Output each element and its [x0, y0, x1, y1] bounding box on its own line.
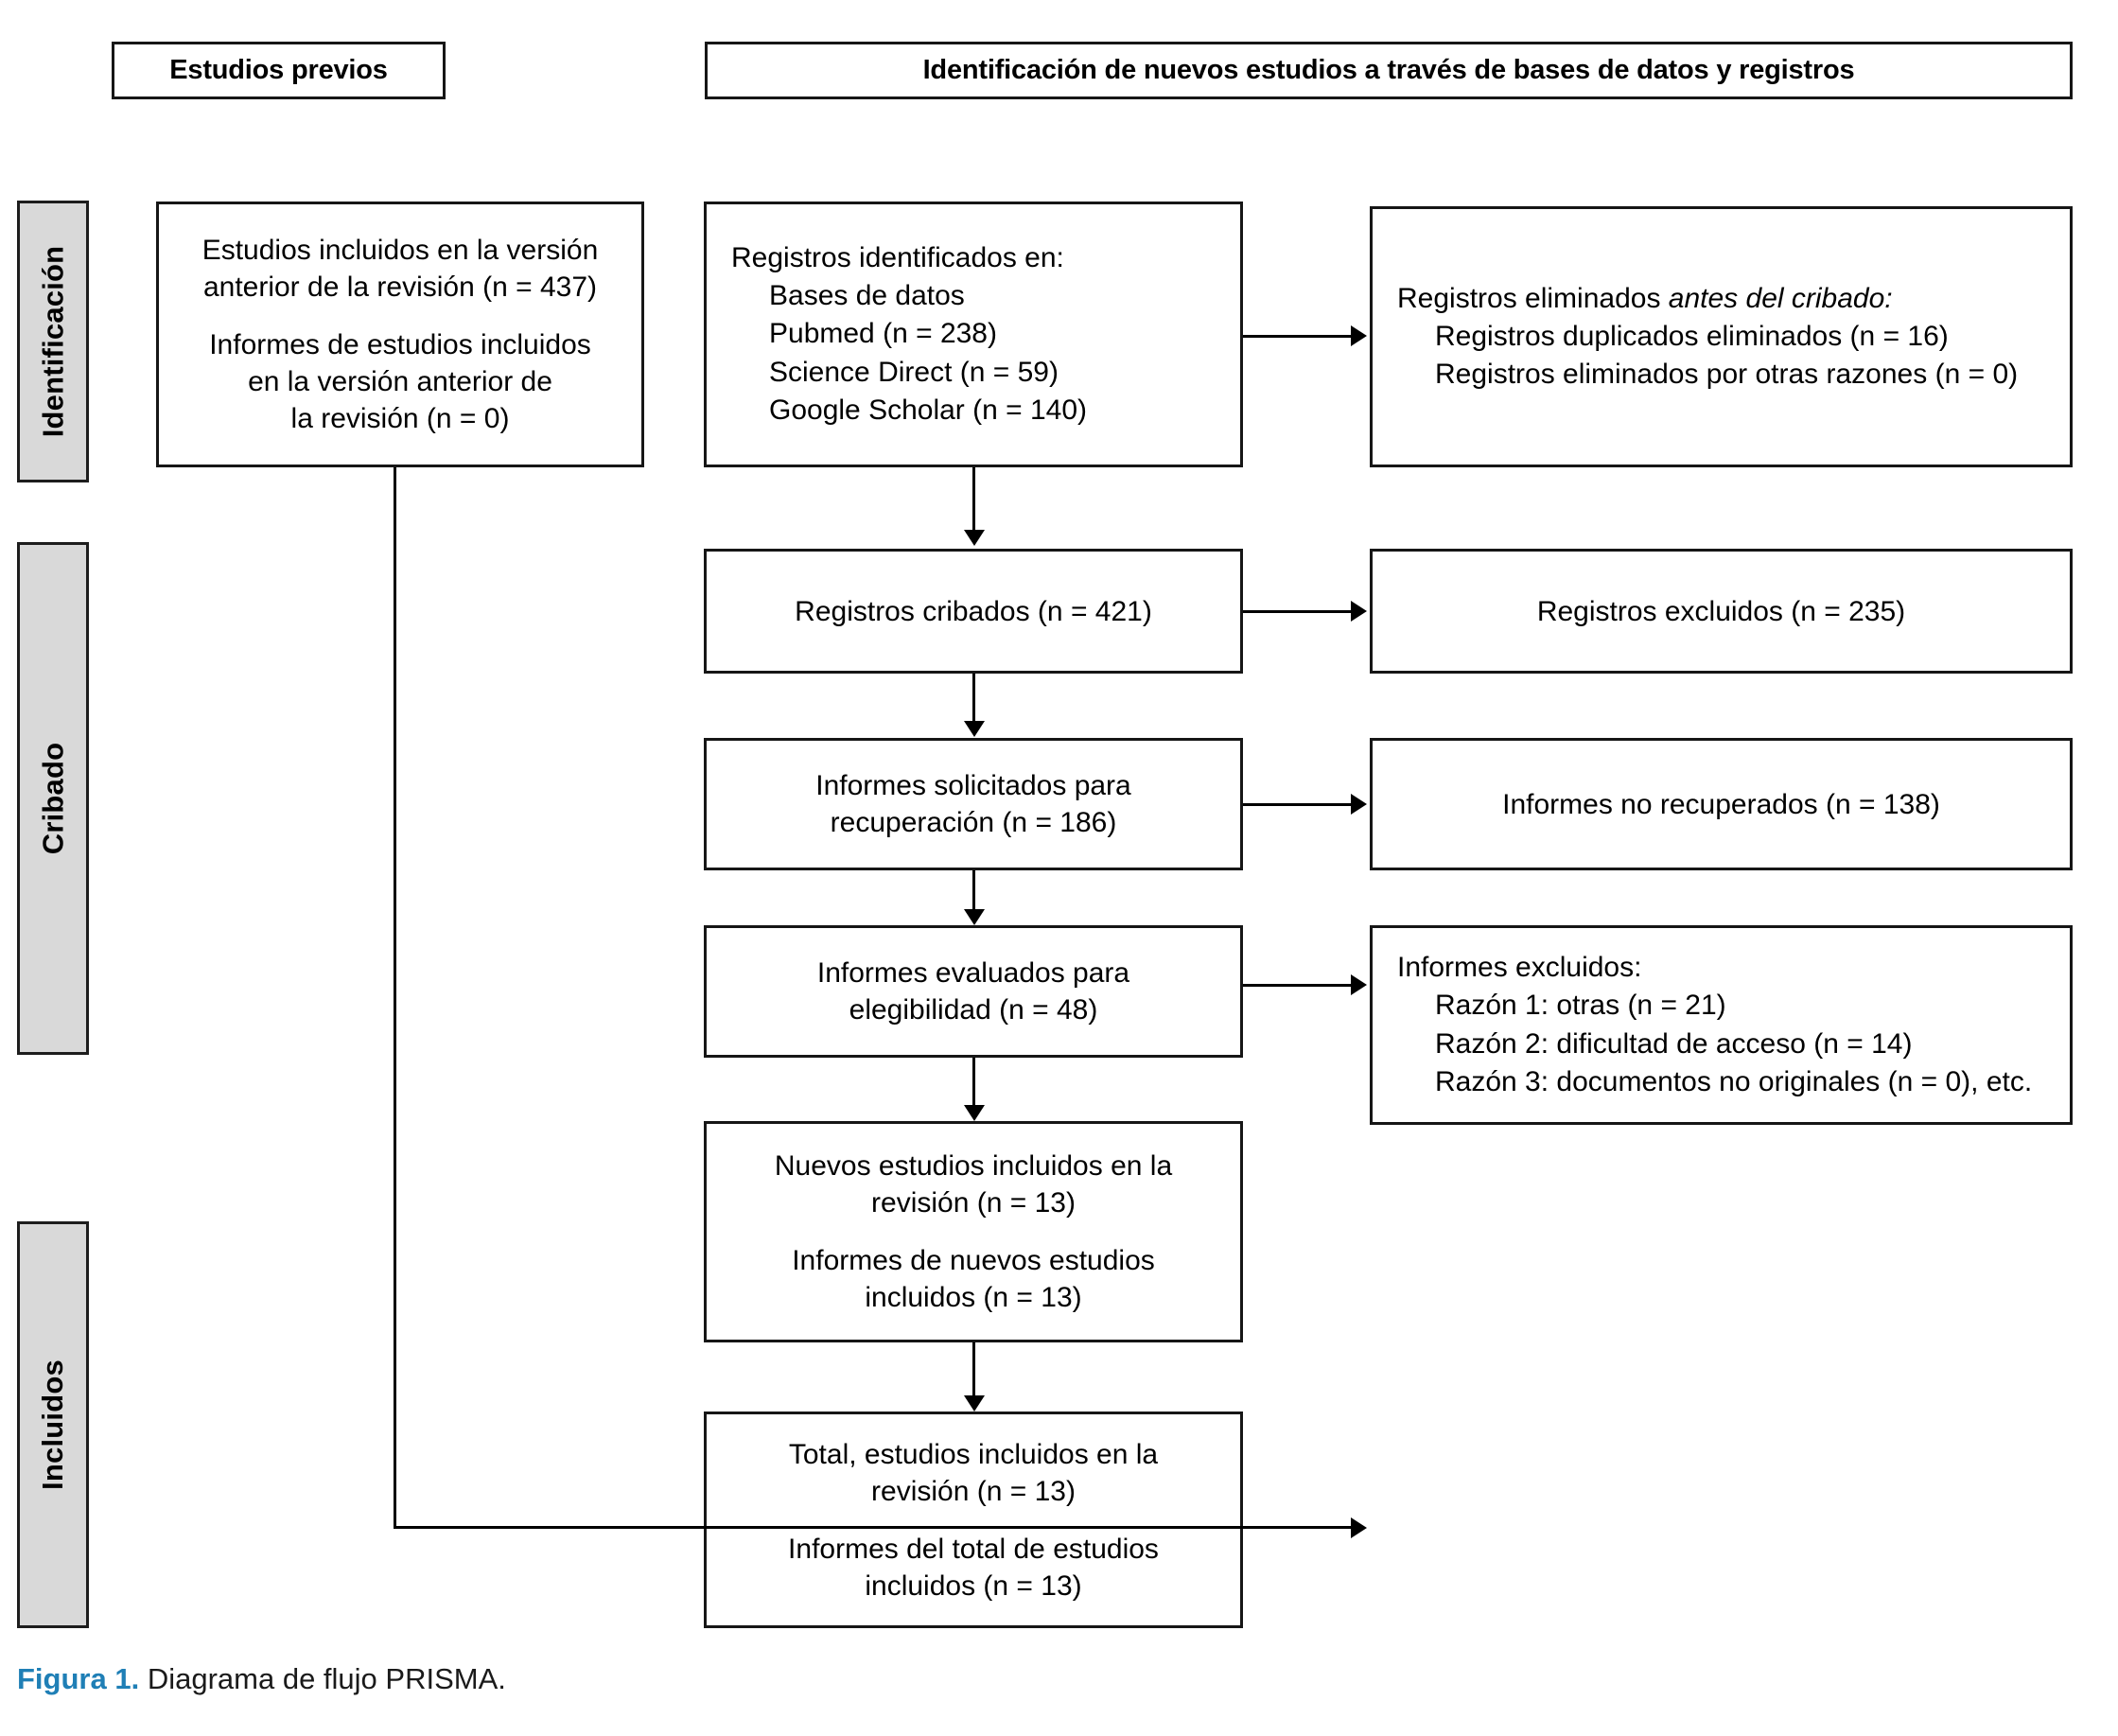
- connector-new-studies-to-total: [972, 1342, 975, 1397]
- stage-label-identificacion: Identificación: [17, 201, 89, 482]
- reports-excluded-item-1: Razón 2: dificultad de acceso (n = 14): [1435, 1027, 1913, 1060]
- previous-included-line-5: la revisión (n = 0): [290, 403, 510, 434]
- arrowhead-identified-to-removed: [1351, 325, 1367, 346]
- new-studies-line-2: revisión (n = 13): [871, 1187, 1076, 1219]
- previous-included-line-1: Estudios incluidos en la versión: [201, 235, 599, 266]
- total-included-paragraph-1: Total, estudios incluidos en la revisión…: [772, 1436, 1175, 1510]
- reports-sought-line-1: Informes solicitados para: [815, 770, 1131, 801]
- reports-not-retrieved-text: Informes no recuperados (n = 138): [1502, 788, 1940, 820]
- box-reports-not-retrieved: Informes no recuperados (n = 138): [1370, 738, 2073, 870]
- box-new-studies-included: Nuevos estudios incluidos en la revisión…: [704, 1121, 1243, 1342]
- figure-caption-label: Figura 1.: [17, 1662, 140, 1695]
- records-identified-list: Registros identificados en: Bases de dat…: [707, 239, 1112, 430]
- connector-assessed-to-new-studies: [972, 1058, 975, 1107]
- reports-sought-paragraph: Informes solicitados para recuperación (…: [798, 767, 1148, 841]
- total-included-line-3: Informes del total de estudios: [788, 1533, 1159, 1565]
- connector-screened-to-sought: [972, 674, 975, 723]
- previous-included-paragraph-2: Informes de estudios incluidos en la ver…: [192, 326, 608, 437]
- arrowhead-new-studies-to-total: [964, 1395, 985, 1412]
- total-included-line-2: revisión (n = 13): [871, 1475, 1076, 1507]
- stage-label-cribado: Cribado: [17, 542, 89, 1055]
- stage-label-incluidos-text: Incluidos: [36, 1359, 69, 1490]
- header-previous-studies-label: Estudios previos: [169, 55, 388, 85]
- arrowhead-assessed-to-new-studies: [964, 1105, 985, 1121]
- stage-label-identificacion-text: Identificación: [36, 245, 70, 438]
- records-identified-item-3: Google Scholar (n = 140): [769, 394, 1088, 426]
- stage-label-cribado-text: Cribado: [36, 742, 70, 855]
- connector-previous-to-total-horizontal: [394, 1526, 1354, 1529]
- previous-included-line-2: anterior de la revisión (n = 437): [202, 272, 598, 303]
- records-removed-item-0: Registros duplicados eliminados (n = 16): [1435, 320, 1949, 352]
- arrowhead-previous-to-total: [1351, 1517, 1367, 1538]
- records-removed-item-1: Registros eliminados por otras razones (…: [1435, 359, 2019, 391]
- records-identified-item-1: Pubmed (n = 238): [769, 318, 997, 350]
- reports-assessed-paragraph: Informes evaluados para elegibilidad (n …: [800, 955, 1147, 1028]
- box-total-included: Total, estudios incluidos en la revisión…: [704, 1412, 1243, 1628]
- arrowhead-sought-to-not-retrieved: [1351, 794, 1367, 815]
- reports-sought-line-2: recuperación (n = 186): [830, 807, 1117, 838]
- records-removed-title-italic: antes del cribado:: [1668, 282, 1893, 314]
- previous-included-line-4: en la versión anterior de: [248, 366, 552, 397]
- stage-label-incluidos: Incluidos: [17, 1221, 89, 1628]
- total-included-paragraph-2: Informes del total de estudios incluidos…: [771, 1531, 1176, 1604]
- reports-assessed-line-2: elegibilidad (n = 48): [849, 994, 1098, 1026]
- box-records-excluded: Registros excluidos (n = 235): [1370, 549, 2073, 674]
- arrowhead-screened-to-excluded: [1351, 601, 1367, 622]
- connector-identified-to-removed: [1243, 335, 1354, 338]
- arrowhead-sought-to-assessed: [964, 909, 985, 925]
- records-identified-item-0: Bases de datos: [769, 280, 965, 312]
- header-previous-studies: Estudios previos: [112, 42, 446, 99]
- total-included-line-4: incluidos (n = 13): [865, 1569, 1082, 1602]
- header-new-identification-label: Identificación de nuevos estudios a trav…: [922, 55, 1855, 85]
- connector-screened-to-excluded: [1243, 610, 1354, 613]
- new-studies-line-4: incluidos (n = 13): [865, 1282, 1082, 1313]
- box-records-removed: Registros eliminados antes del cribado: …: [1370, 206, 2073, 467]
- reports-excluded-title: Informes excluidos:: [1397, 952, 1642, 984]
- box-records-identified: Registros identificados en: Bases de dat…: [704, 202, 1243, 467]
- figure-caption: Figura 1. Diagrama de flujo PRISMA.: [17, 1662, 506, 1696]
- previous-included-line-3: Informes de estudios incluidos: [209, 329, 591, 360]
- previous-included-paragraph-1: Estudios incluidos en la versión anterio…: [185, 232, 616, 306]
- reports-excluded-item-0: Razón 1: otras (n = 21): [1435, 990, 1726, 1022]
- box-previous-included-studies: Estudios incluidos en la versión anterio…: [156, 202, 644, 467]
- box-reports-sought: Informes solicitados para recuperación (…: [704, 738, 1243, 870]
- connector-sought-to-not-retrieved: [1243, 803, 1354, 806]
- reports-excluded-item-2: Razón 3: documentos no originales (n = 0…: [1435, 1065, 2033, 1097]
- connector-identified-to-screened: [972, 467, 975, 532]
- new-studies-paragraph-2: Informes de nuevos estudios incluidos (n…: [775, 1242, 1172, 1316]
- connector-sought-to-assessed: [972, 870, 975, 918]
- reports-excluded-list: Informes excluidos: Razón 1: otras (n = …: [1373, 949, 2057, 1101]
- connector-assessed-to-reports-excluded: [1243, 984, 1354, 987]
- records-screened-text: Registros cribados (n = 421): [795, 595, 1152, 627]
- reports-assessed-line-1: Informes evaluados para: [816, 957, 1130, 989]
- new-studies-paragraph-1: Nuevos estudios incluidos en la revisión…: [758, 1148, 1189, 1221]
- records-removed-title: Registros eliminados antes del cribado:: [1397, 280, 2018, 318]
- records-removed-list: Registros eliminados antes del cribado: …: [1373, 280, 2042, 395]
- arrowhead-identified-to-screened: [964, 530, 985, 546]
- new-studies-line-3: Informes de nuevos estudios: [792, 1245, 1155, 1276]
- figure-caption-text: Diagrama de flujo PRISMA.: [147, 1662, 506, 1695]
- records-identified-item-2: Science Direct (n = 59): [769, 356, 1059, 388]
- connector-previous-to-total-vertical: [394, 467, 396, 1529]
- arrowhead-assessed-to-reports-excluded: [1351, 974, 1367, 995]
- header-new-identification: Identificación de nuevos estudios a trav…: [705, 42, 2073, 99]
- arrowhead-screened-to-sought: [964, 721, 985, 737]
- new-studies-line-1: Nuevos estudios incluidos en la: [774, 1150, 1173, 1182]
- records-identified-title: Registros identificados en:: [731, 242, 1064, 274]
- box-records-screened: Registros cribados (n = 421): [704, 549, 1243, 674]
- records-excluded-text: Registros excluidos (n = 235): [1536, 595, 1906, 627]
- box-reports-excluded: Informes excluidos: Razón 1: otras (n = …: [1370, 925, 2073, 1125]
- records-removed-title-plain: Registros eliminados: [1397, 282, 1669, 314]
- total-included-line-1: Total, estudios incluidos en la: [788, 1438, 1159, 1470]
- box-reports-assessed: Informes evaluados para elegibilidad (n …: [704, 925, 1243, 1058]
